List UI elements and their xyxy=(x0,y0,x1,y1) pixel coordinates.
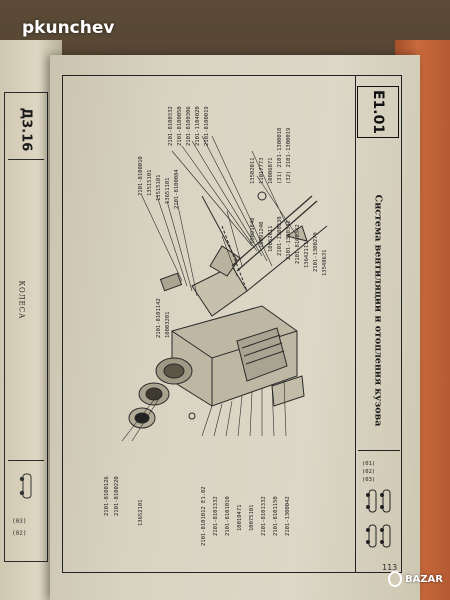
part-label: (32) 2101-1300019 xyxy=(286,128,292,184)
part-label: 10091840 xyxy=(250,218,256,245)
left-page-label: КОЛЕСА xyxy=(6,270,36,330)
part-label: 2101-8100342 xyxy=(295,224,301,264)
exploded-diagram: 2101-8100010 13515101 13515101 13651101 … xyxy=(104,106,328,546)
part-label: 2101-1300342 xyxy=(286,220,292,260)
brand-logo-icon xyxy=(388,571,402,587)
part-label: 2101-8100220 xyxy=(114,476,120,516)
part-label: 11017773 xyxy=(259,158,265,185)
strip-icon-code-1: (01) xyxy=(362,461,375,467)
section-code: E1.01 xyxy=(370,89,387,135)
left-page-code-text: Д3.16 xyxy=(18,107,34,152)
left-page-frame xyxy=(4,92,48,562)
part-label: 2101-8101332 xyxy=(213,496,219,536)
section-code-box: E1.01 xyxy=(357,86,399,138)
right-page-frame xyxy=(62,75,402,573)
strip-car-icons: (01) (02) (03) xyxy=(358,450,400,565)
part-label: 2101-1300042 xyxy=(285,496,291,536)
car-icon xyxy=(366,489,377,513)
part-label: 2101-8101332 xyxy=(261,496,267,536)
part-label: 2101-8101012 E1.02 xyxy=(201,486,207,546)
strip-icon-code-2: (02) xyxy=(362,469,375,475)
part-labels-bottom: 2101-8101012 E1.02 2101-8101332 2101-810… xyxy=(201,486,291,546)
part-label: 13502011 xyxy=(250,158,256,185)
part-label: 2101-8100332 xyxy=(168,106,174,146)
part-label: 2101-8101010 xyxy=(225,496,231,536)
part-label: 13515101 xyxy=(147,170,153,197)
car-icon xyxy=(380,489,391,513)
part-label: 2101-8100126 xyxy=(104,476,110,516)
page-number: 113 xyxy=(382,563,398,572)
car-icon xyxy=(380,524,391,548)
part-label: 13642111 xyxy=(304,242,310,269)
part-label: 2101-1300338 xyxy=(277,216,283,256)
part-labels-top: 2101-8100332 2101-8100050 2101-8100306 2… xyxy=(168,106,210,146)
part-labels-right: 13502011 11017773 10006871 (31) 2101-130… xyxy=(250,128,328,276)
left-icon-code-2: (02) xyxy=(12,530,26,537)
car-icon xyxy=(366,524,377,548)
part-label: 10062611 xyxy=(268,226,274,253)
left-page-code: Д3.16 xyxy=(8,100,44,160)
part-label: 13515101 xyxy=(156,175,162,202)
part-label: 2101-8100010 xyxy=(138,156,144,196)
brand-name: BAZAR xyxy=(404,573,443,585)
part-label: 2101-8100306 xyxy=(186,106,192,146)
part-label: 10075101 xyxy=(249,505,255,532)
brand-badge: BAZAR xyxy=(388,565,443,593)
part-label: 10010471 xyxy=(237,505,243,532)
part-label: 13651101 xyxy=(165,178,171,205)
title-strip xyxy=(355,76,402,572)
part-label: 10091240 xyxy=(259,222,265,249)
part-label: 10003201 xyxy=(165,312,171,339)
part-label: 2101-8100084 xyxy=(174,169,180,209)
car-icon xyxy=(19,473,32,499)
part-label: 10006871 xyxy=(268,158,274,185)
section-title-text: Система вентиляции и отопления кузова xyxy=(372,194,384,426)
left-page-label-text: КОЛЕСА xyxy=(17,280,26,320)
part-label: 2101-8101142 xyxy=(156,298,162,338)
part-label: 13548631 xyxy=(322,250,328,277)
left-page-car-icons: (03) (02) xyxy=(8,460,44,550)
part-label: 2101-8100050 xyxy=(177,106,183,146)
strip-icon-code-3: (03) xyxy=(362,477,375,483)
part-labels-left-upper: 2101-8100010 13515101 13515101 13651101 … xyxy=(138,156,180,338)
part-label: (31) 2101-1300018 xyxy=(277,128,283,184)
left-icon-code-1: (03) xyxy=(12,518,26,525)
part-label: 2101-8101150 xyxy=(273,496,279,536)
part-label: 2101-1104020 xyxy=(195,106,201,146)
watermark: pkunchev xyxy=(22,18,115,38)
heater-assembly xyxy=(121,135,328,442)
part-label: 2101-1300270 xyxy=(313,232,319,272)
part-labels-left-lower: 13652101 2101-8100126 2101-8100220 xyxy=(104,476,144,526)
part-label: 13652101 xyxy=(138,500,144,527)
part-label: 2101-8100019 xyxy=(204,106,210,146)
